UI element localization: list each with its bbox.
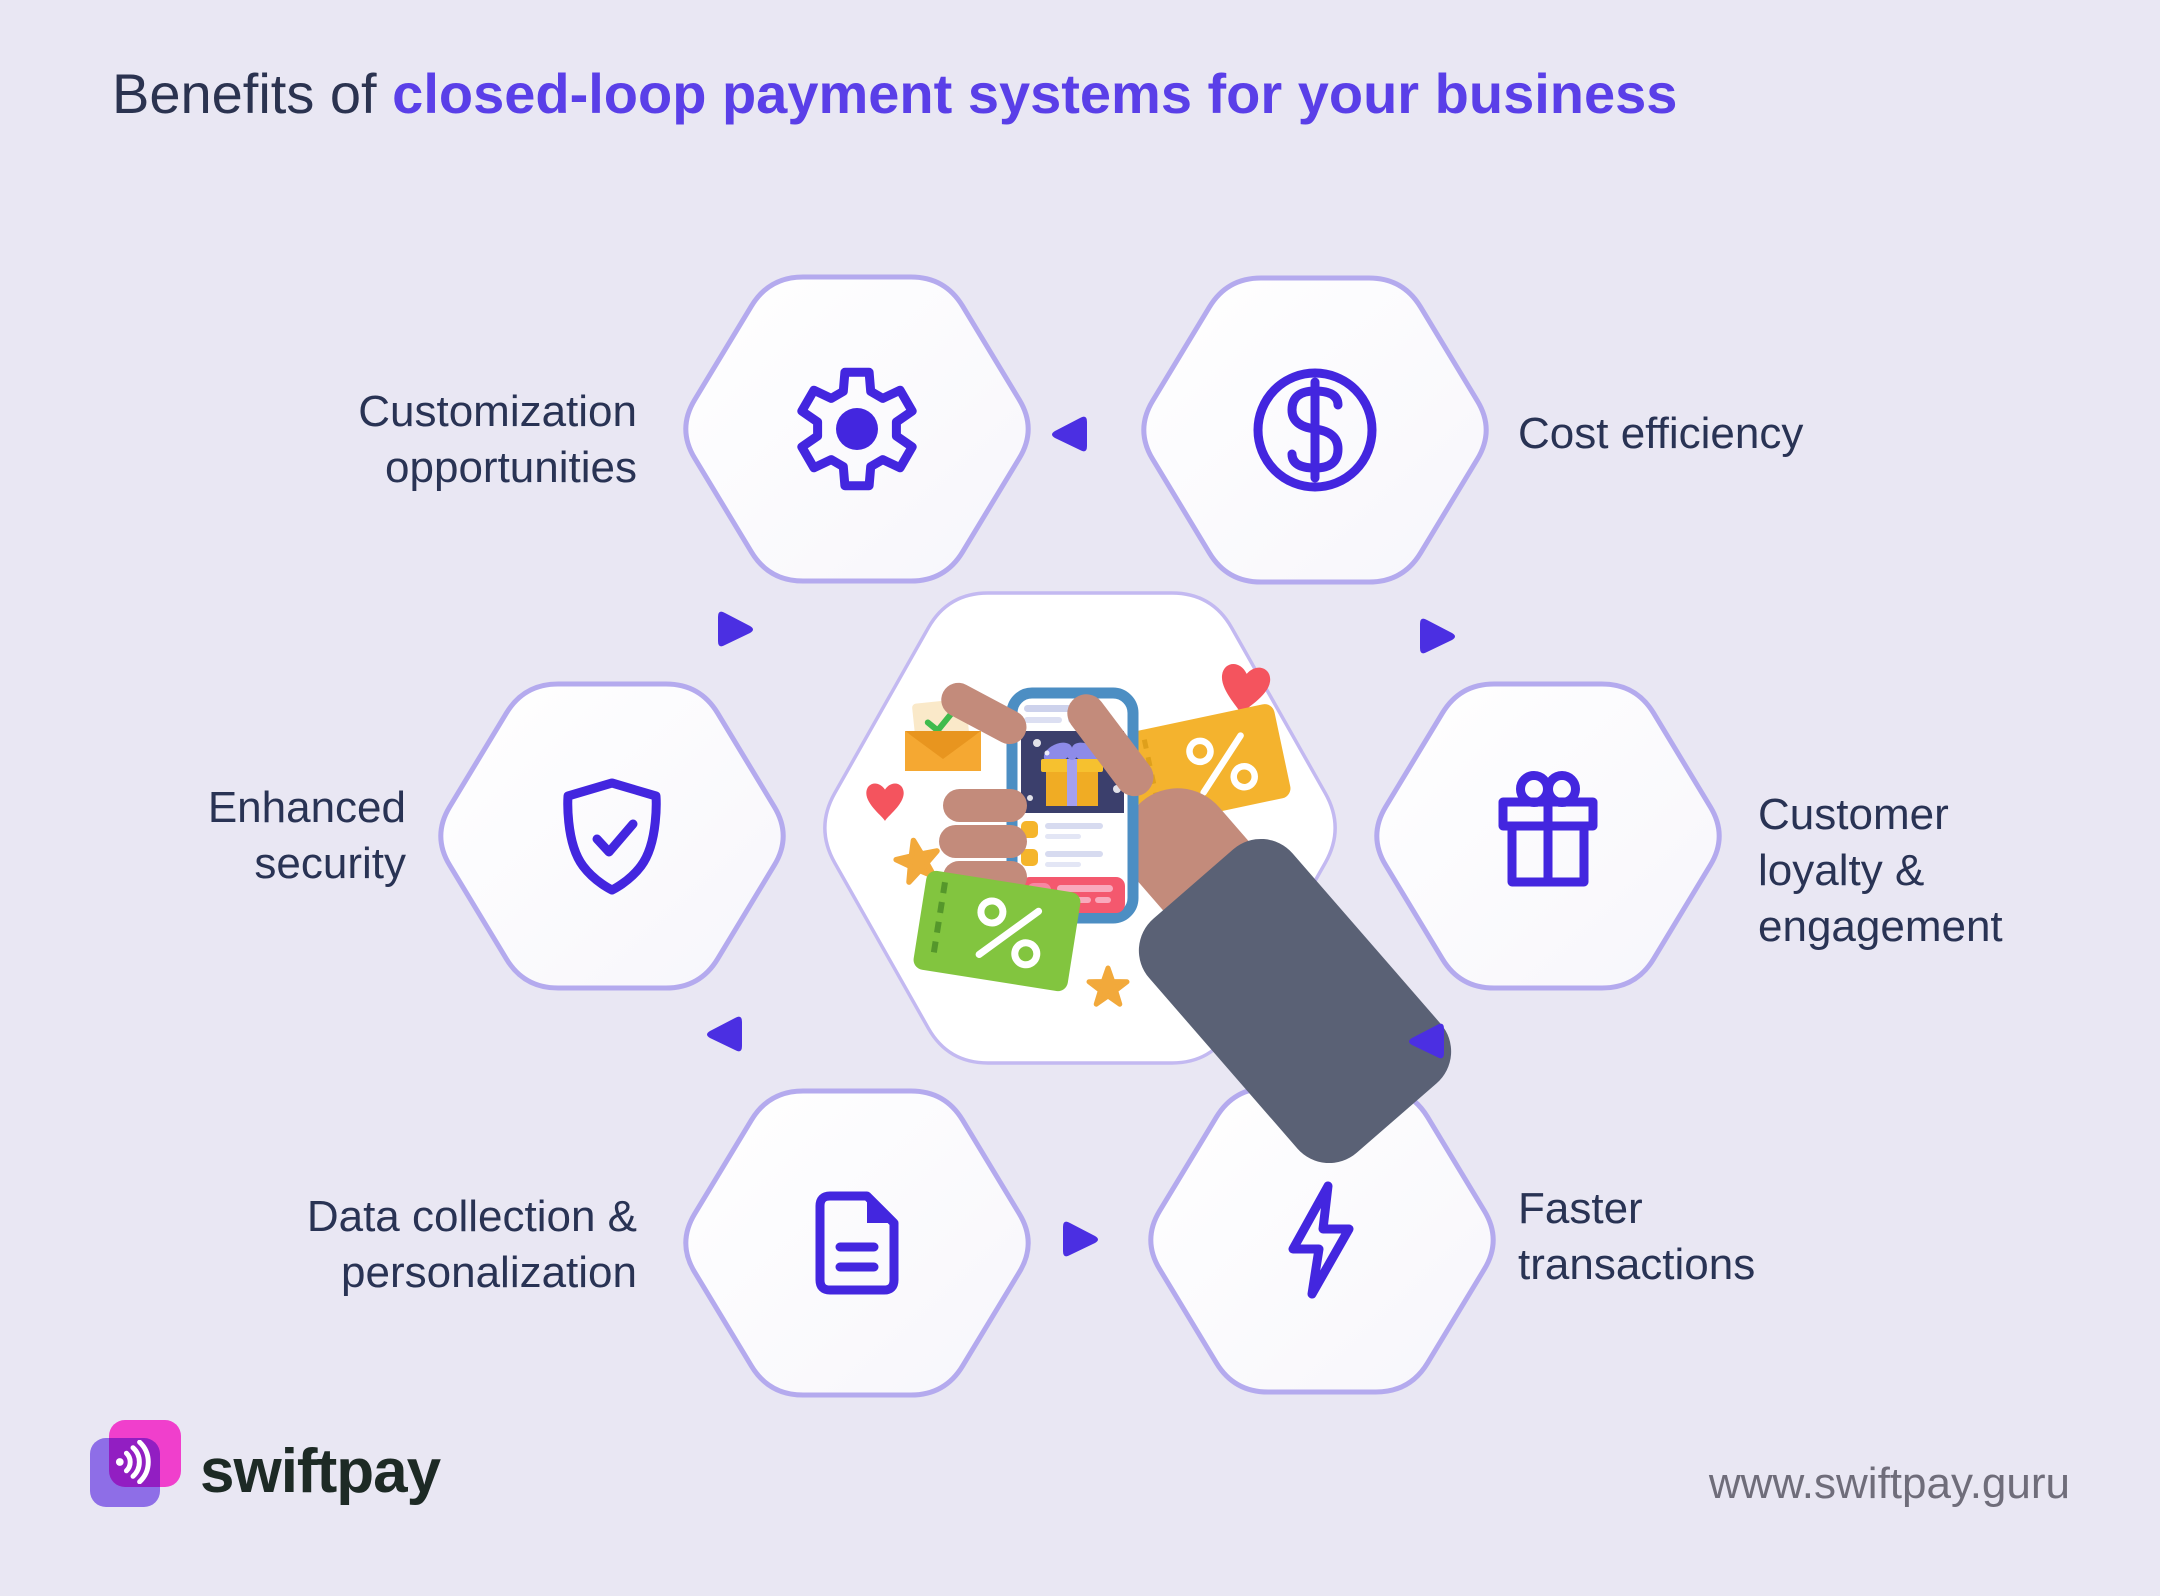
flow-arrow-right-icon: [1063, 1221, 1098, 1257]
star-icon: [893, 837, 940, 885]
benefit-label-data: Data collection & personalization: [306, 1192, 637, 1297]
discount-coupon-green: [913, 870, 1081, 992]
benefit-label-customization: Customization opportunities: [358, 387, 637, 492]
hexagon-card-customization: [673, 273, 1041, 590]
lightning-icon: [1288, 1181, 1354, 1299]
center-illustration: [823, 591, 1452, 1164]
shield-check-icon: [563, 778, 661, 895]
gift-icon: [1498, 771, 1598, 887]
flow-arrow-right-icon: [718, 611, 753, 647]
contactless-wave-icon: [115, 1440, 151, 1484]
flow-arrow-left-icon: [1409, 1023, 1444, 1059]
flow-arrow-left-icon: [1052, 416, 1087, 452]
hexagon-card-data: [673, 1087, 1041, 1404]
flow-arrow-left-icon: [707, 1016, 742, 1052]
flow-arrow-right-icon: [1420, 618, 1455, 654]
heart-icon: [1222, 664, 1271, 715]
benefit-label-cost-efficiency: Cost efficiency: [1518, 409, 1804, 458]
benefit-label-speed: Faster transactions: [1518, 1184, 1756, 1289]
website-url: www.swiftpay.guru: [1708, 1459, 2070, 1508]
gear-icon: [797, 367, 917, 491]
envelope-check-icon: [905, 698, 981, 771]
title-highlight: closed-loop payment systems for your bus…: [392, 62, 1678, 125]
brand-logo: [90, 1420, 410, 1540]
hexagon-card-loyalty: [1364, 680, 1732, 997]
dollar-coin-icon: [1253, 368, 1377, 492]
hexagon-card-security: [428, 680, 796, 997]
star-icon: [1086, 965, 1130, 1007]
title-prefix: Benefits of: [112, 62, 393, 125]
benefit-label-security: Enhanced security: [207, 783, 406, 888]
heart-icon: [866, 783, 904, 822]
page-title: Benefits of closed-loop payment systems …: [112, 58, 1677, 130]
benefit-label-loyalty: Customer loyalty & engagement: [1758, 790, 2003, 951]
document-icon: [815, 1191, 899, 1295]
brand-name: swiftpay: [200, 1437, 441, 1506]
gift-box: [1041, 742, 1103, 806]
hexagon-card-speed: [1138, 1084, 1506, 1401]
sleeve: [1138, 838, 1452, 1164]
hexagon-card-cost-efficiency: [1131, 274, 1499, 591]
